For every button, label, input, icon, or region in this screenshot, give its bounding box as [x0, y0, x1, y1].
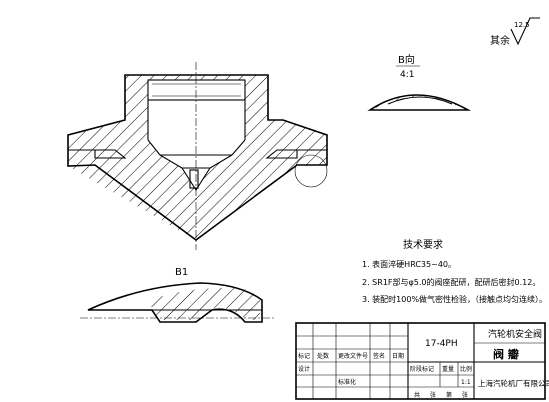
detail-view-scale: 4:1: [400, 70, 414, 80]
bore-cavity: [148, 80, 245, 155]
sub-label-scale: 比例: [460, 365, 472, 373]
row-label-standard: 标准化: [338, 378, 356, 386]
thread-bore: [147, 79, 246, 101]
note-item-2: 2. SR1F部与φ5.0的阀座配研，配研后密封0.12。: [362, 277, 540, 287]
surface-finish-value: 12.5: [514, 21, 530, 29]
surface-finish-symbol: 其余 12.5: [490, 17, 540, 47]
roughness-check-icon: [510, 17, 540, 46]
company-name: 上海汽轮机厂有限公司: [478, 378, 549, 388]
header-cell-count: 处数: [317, 352, 329, 360]
sheet-label-sheets: 张: [430, 391, 436, 399]
detail-view-b: B向 4:1: [367, 53, 472, 111]
title-block: 17-4PH 汽轮机安全阀 阀 瓣 上海汽轮机厂有限公司 标记 处数 更改文件号…: [295, 322, 549, 400]
section-outline: [67, 74, 328, 241]
header-cell-change: 更改文件号: [338, 352, 368, 360]
scale-value: 1:1: [461, 379, 471, 386]
notes-heading: 技术要求: [403, 238, 443, 251]
part-number: 17-4PH: [425, 339, 458, 349]
sub-label-weight: 重量: [442, 365, 454, 373]
surface-finish-prefix: 其余: [490, 34, 510, 47]
section-b1-view: B1: [80, 267, 275, 323]
technical-notes: 技术要求 1. 表面淬硬HRC35~40。 2. SR1F部与φ5.0的阀座配研…: [362, 238, 547, 304]
product-name: 汽轮机安全阀: [488, 328, 542, 340]
section-b1-label: B1: [175, 267, 188, 278]
part-name: 阀 瓣: [493, 347, 519, 361]
row-label-design: 设计: [298, 365, 310, 373]
header-cell-date: 日期: [392, 352, 404, 360]
cone-cavity: [160, 155, 232, 190]
detail-view-title: B向: [398, 53, 415, 66]
vent-hole: [189, 169, 199, 189]
note-item-3: 3. 装配时100%做气密性检验，（接触点均匀连续）。: [362, 294, 547, 304]
header-cell-mark: 标记: [298, 352, 310, 360]
sub-label-stage: 阶段标记: [410, 365, 434, 373]
detail-circle: [294, 154, 328, 188]
sheet-label-sheet: 张: [462, 391, 468, 399]
note-item-1: 1. 表面淬硬HRC35~40。: [362, 259, 456, 269]
detail-shape: [367, 94, 472, 111]
main-section-view: [67, 62, 328, 250]
header-cell-sign: 签名: [373, 352, 385, 360]
sheet-label-total: 共: [414, 391, 420, 399]
sheet-label-no: 第: [446, 391, 452, 399]
